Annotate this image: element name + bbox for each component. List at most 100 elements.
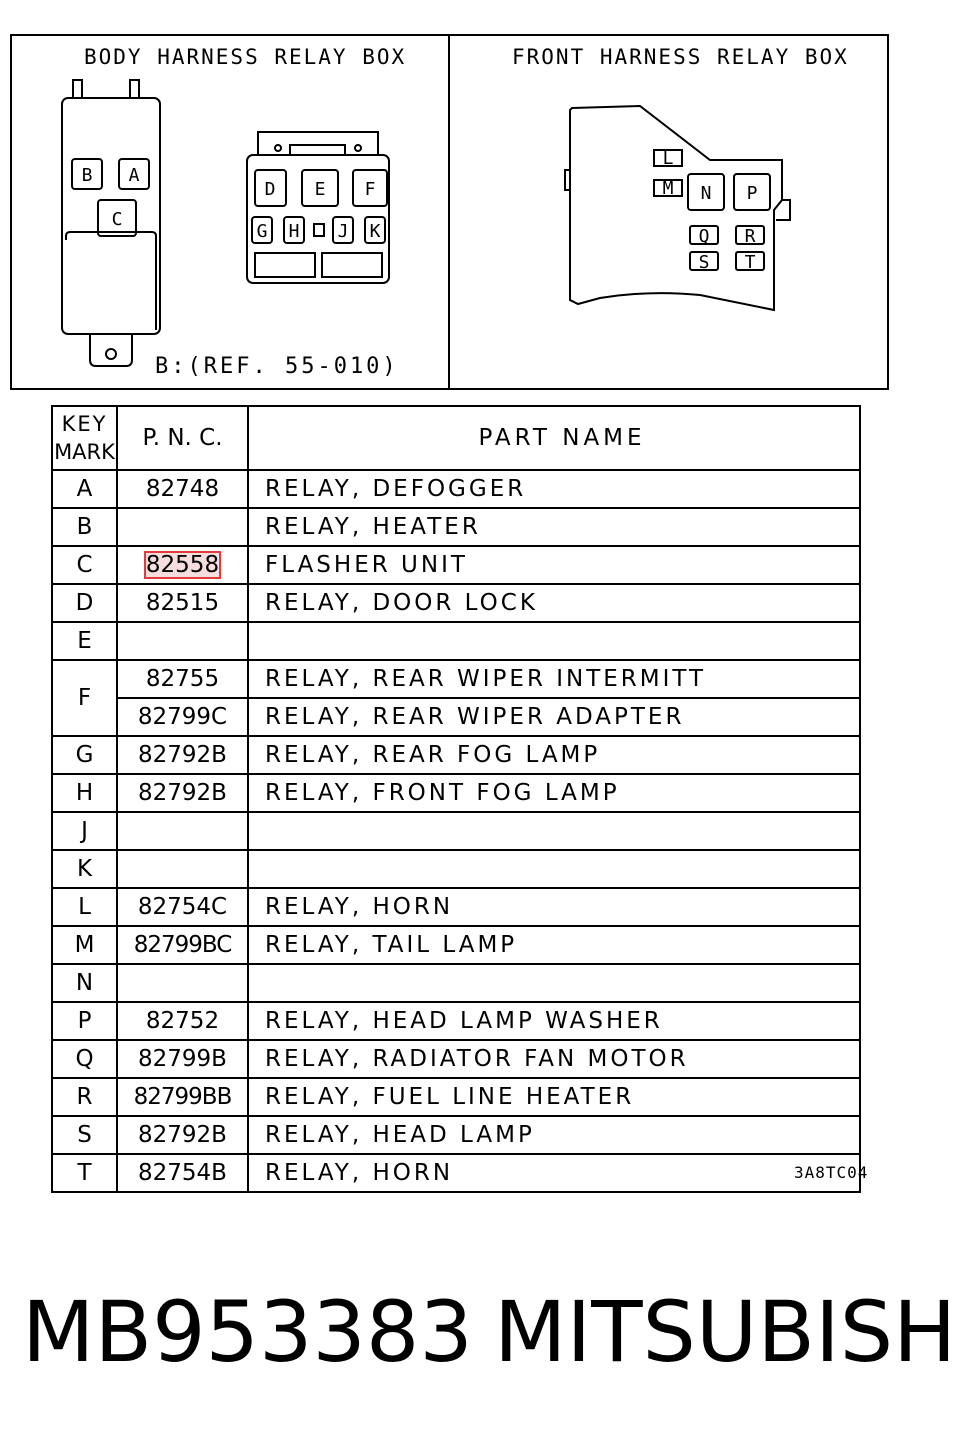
part-name-cell: RELAY, HEAD LAMP xyxy=(247,1115,861,1155)
key-cell: H xyxy=(51,773,118,813)
slot-label-t: T xyxy=(745,252,756,273)
slot-label-p: P xyxy=(747,183,758,204)
panel-divider xyxy=(448,34,450,390)
slot-label-l: L xyxy=(663,148,674,169)
table-header-row: KEY MARK P. N. C. PART NAME xyxy=(51,405,861,471)
slot-label-s: S xyxy=(699,252,710,273)
highlighted-pnc[interactable]: 82558 xyxy=(143,551,222,579)
pnc-cell: 82754B xyxy=(116,1153,249,1193)
slot-label-b: B xyxy=(82,165,93,186)
header-key-line1: KEY xyxy=(61,412,108,436)
key-cell: D xyxy=(51,583,118,623)
slot-label-d: D xyxy=(265,179,276,200)
pnc-cell-highlighted[interactable]: 82558 xyxy=(116,545,249,585)
pnc-cell xyxy=(116,849,249,889)
pnc-cell: 82799C xyxy=(116,697,249,737)
slot-label-q: Q xyxy=(699,226,710,247)
pnc-cell xyxy=(116,621,249,661)
footer-brand: MITSUBISHI xyxy=(494,1283,960,1381)
pnc-cell xyxy=(116,963,249,1003)
table-row: E xyxy=(51,621,861,661)
part-name-cell: RELAY, HEAD LAMP WASHER xyxy=(247,1001,861,1041)
key-cell: E xyxy=(51,621,118,661)
header-pnc: P. N. C. xyxy=(116,405,249,471)
part-name-cell: RELAY, RADIATOR FAN MOTOR xyxy=(247,1039,861,1079)
slot-label-r: R xyxy=(745,226,756,247)
key-cell: T xyxy=(51,1153,118,1193)
slot-label-h: H xyxy=(289,221,300,242)
footer-part-number: MB953383 xyxy=(22,1283,473,1381)
slot-label-n: N xyxy=(701,183,712,204)
key-cell: C xyxy=(51,545,118,585)
key-cell: R xyxy=(51,1077,118,1117)
pnc-cell: 82754C xyxy=(116,887,249,927)
body-left-slot-labels: B A C xyxy=(82,165,140,230)
key-cell: P xyxy=(51,1001,118,1041)
pnc-cell xyxy=(116,811,249,851)
body-ref-note: B:(REF. 55-010) xyxy=(155,354,399,379)
slot-label-j: J xyxy=(338,221,349,242)
table-row: N xyxy=(51,963,861,1003)
part-name-cell xyxy=(247,849,861,889)
key-cell: L xyxy=(51,887,118,927)
slot-label-c: C xyxy=(112,209,123,230)
header-key-mark: KEY MARK xyxy=(51,405,118,471)
key-cell: A xyxy=(51,469,118,509)
pnc-cell: 82799BB xyxy=(116,1077,249,1117)
pnc-cell: 82792B xyxy=(116,1115,249,1155)
pnc-cell: 82799BC xyxy=(116,925,249,965)
key-cell: Q xyxy=(51,1039,118,1079)
part-name-cell: RELAY, TAIL LAMP xyxy=(247,925,861,965)
part-name-cell: RELAY, REAR WIPER INTERMITT xyxy=(247,659,861,699)
part-name-cell: RELAY, HORN xyxy=(247,1153,861,1193)
part-name-cell: RELAY, REAR FOG LAMP xyxy=(247,735,861,775)
slot-label-m: M xyxy=(663,178,674,199)
part-name-cell: RELAY, HORN xyxy=(247,887,861,927)
part-name-cell xyxy=(247,811,861,851)
key-cell: K xyxy=(51,849,118,889)
slot-label-k: K xyxy=(370,221,381,242)
pnc-cell: 82515 xyxy=(116,583,249,623)
front-slot-labels: L M N P Q R S T xyxy=(663,148,758,273)
pnc-cell: 82748 xyxy=(116,469,249,509)
body-right-slot-labels: D E F G H J K xyxy=(257,179,381,242)
header-key-line2: MARK xyxy=(54,440,115,464)
part-name-cell: RELAY, FRONT FOG LAMP xyxy=(247,773,861,813)
slot-label-g: G xyxy=(257,221,268,242)
table-row: C 82558 FLASHER UNIT xyxy=(51,545,861,585)
document-code: 3A8TC04 xyxy=(794,1163,869,1182)
key-cell: F xyxy=(51,659,118,737)
key-cell: N xyxy=(51,963,118,1003)
part-name-cell xyxy=(247,963,861,1003)
front-panel-title: FRONT HARNESS RELAY BOX xyxy=(512,45,849,69)
pnc-cell: 82755 xyxy=(116,659,249,699)
key-cell: M xyxy=(51,925,118,965)
table-row: K xyxy=(51,849,861,889)
pnc-cell: 82752 xyxy=(116,1001,249,1041)
header-part-name: PART NAME xyxy=(247,405,861,471)
part-name-cell: RELAY, FUEL LINE HEATER xyxy=(247,1077,861,1117)
body-panel-title: BODY HARNESS RELAY BOX xyxy=(84,45,407,69)
pnc-cell: 82792B xyxy=(116,773,249,813)
part-name-cell xyxy=(247,621,861,661)
key-cell: J xyxy=(51,811,118,851)
part-name-cell: FLASHER UNIT xyxy=(247,545,861,585)
part-name-cell: RELAY, REAR WIPER ADAPTER xyxy=(247,697,861,737)
pnc-cell xyxy=(116,507,249,547)
slot-label-e: E xyxy=(315,179,326,200)
key-cell: S xyxy=(51,1115,118,1155)
